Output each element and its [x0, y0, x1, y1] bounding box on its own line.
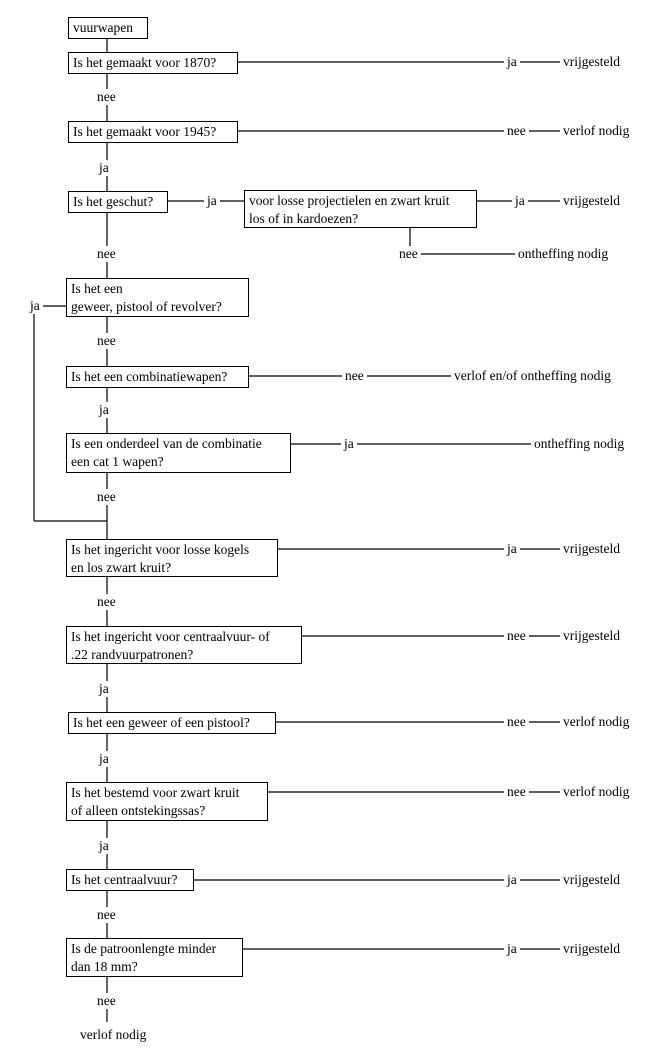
- question-box-1870: Is het gemaakt voor 1870?: [68, 52, 238, 74]
- question-box-geweer-pistool-revolver: Is het een geweer, pistool of revolver?: [66, 278, 249, 317]
- question-box-geweer-of-pistool: Is het een geweer of een pistool?: [68, 712, 276, 734]
- branch-label-yes: ja: [504, 541, 520, 557]
- question-text-line1: Is het ingericht voor losse kogels: [71, 542, 250, 557]
- branch-label-yes: ja: [504, 941, 520, 957]
- start-box: vuurwapen: [68, 17, 148, 39]
- outcome-exempt: vrijgesteld: [560, 941, 623, 957]
- branch-label-no: nee: [342, 368, 367, 384]
- branch-label-yes: ja: [512, 193, 528, 209]
- question-text: Is het een geweer of een pistool?: [73, 715, 250, 730]
- question-text-line2: .22 randvuurpatronen?: [71, 647, 194, 662]
- outcome-exempt: vrijgesteld: [560, 193, 623, 209]
- question-box-1945: Is het gemaakt voor 1945?: [68, 121, 238, 143]
- question-text: Is het een combinatiewapen?: [71, 369, 228, 384]
- branch-label-no: nee: [94, 993, 119, 1009]
- question-text-line1: Is het een: [71, 281, 123, 296]
- question-box-geschut: Is het geschut?: [68, 191, 168, 213]
- question-box-losse-projectielen: voor losse projectielen en zwart kruit l…: [244, 190, 477, 228]
- branch-label-yes: ja: [504, 54, 520, 70]
- question-text-line1: Is het ingericht voor centraalvuur- of: [71, 629, 270, 644]
- outcome-dispensation: ontheffing nodig: [515, 246, 612, 262]
- question-text: Is het gemaakt voor 1945?: [73, 124, 217, 139]
- outcome-exempt: vrijgesteld: [560, 628, 623, 644]
- branch-label-yes: ja: [96, 681, 112, 697]
- question-text-line1: Is een onderdeel van de combinatie: [71, 436, 262, 451]
- question-text-line2: los of in kardoezen?: [249, 211, 359, 226]
- branch-label-yes: ja: [96, 751, 112, 767]
- outcome-exempt: vrijgesteld: [560, 872, 623, 888]
- branch-label-no: nee: [504, 784, 529, 800]
- branch-label-no: nee: [94, 489, 119, 505]
- question-text-line2: of alleen ontstekingssas?: [71, 803, 206, 818]
- outcome-permit-final: verlof nodig: [77, 1027, 150, 1043]
- branch-label-yes: ja: [504, 872, 520, 888]
- question-text: Is het geschut?: [73, 194, 154, 209]
- outcome-permit: verlof nodig: [560, 714, 633, 730]
- question-text: Is het centraalvuur?: [71, 872, 178, 887]
- question-box-patroonlengte: Is de patroonlengte minder dan 18 mm?: [66, 938, 243, 977]
- question-box-combinatiewapen: Is het een combinatiewapen?: [66, 366, 249, 388]
- branch-label-no: nee: [94, 907, 119, 923]
- outcome-exempt: vrijgesteld: [560, 541, 623, 557]
- branch-label-no: nee: [94, 89, 119, 105]
- question-box-centraalvuur: Is het centraalvuur?: [66, 869, 194, 891]
- outcome-permit: verlof nodig: [560, 784, 633, 800]
- branch-label-no: nee: [396, 246, 421, 262]
- branch-label-no: nee: [94, 333, 119, 349]
- question-box-losse-kogels: Is het ingericht voor losse kogels en lo…: [66, 539, 278, 577]
- start-label: vuurwapen: [73, 20, 133, 35]
- branch-label-no: nee: [94, 594, 119, 610]
- question-text-line2: dan 18 mm?: [71, 959, 138, 974]
- outcome-exempt: vrijgesteld: [560, 54, 623, 70]
- question-box-centraalvuur-randvuur: Is het ingericht voor centraalvuur- of .…: [66, 626, 302, 664]
- outcome-dispensation: ontheffing nodig: [531, 436, 628, 452]
- question-text: Is het gemaakt voor 1870?: [73, 55, 217, 70]
- branch-label-yes: ja: [341, 436, 357, 452]
- question-text-line1: Is het bestemd voor zwart kruit: [71, 785, 240, 800]
- branch-label-no: nee: [94, 246, 119, 262]
- branch-label-yes: ja: [96, 838, 112, 854]
- branch-label-no: nee: [504, 123, 529, 139]
- branch-label-no: nee: [504, 628, 529, 644]
- branch-label-no: nee: [504, 714, 529, 730]
- branch-label-yes: ja: [27, 298, 43, 314]
- question-text-line2: geweer, pistool of revolver?: [71, 299, 222, 314]
- branch-label-yes: ja: [96, 160, 112, 176]
- question-box-onderdeel-cat1: Is een onderdeel van de combinatie een c…: [66, 433, 291, 473]
- outcome-permit: verlof nodig: [560, 123, 633, 139]
- question-text-line2: een cat 1 wapen?: [71, 454, 164, 469]
- branch-label-yes: ja: [204, 193, 220, 209]
- question-text-line2: en los zwart kruit?: [71, 560, 172, 575]
- branch-label-yes: ja: [96, 402, 112, 418]
- question-text-line1: Is de patroonlengte minder: [71, 941, 217, 956]
- question-box-zwart-kruit: Is het bestemd voor zwart kruit of allee…: [66, 782, 268, 821]
- outcome-permit-or-dispensation: verlof en/of ontheffing nodig: [451, 368, 614, 384]
- question-text-line1: voor losse projectielen en zwart kruit: [249, 193, 450, 208]
